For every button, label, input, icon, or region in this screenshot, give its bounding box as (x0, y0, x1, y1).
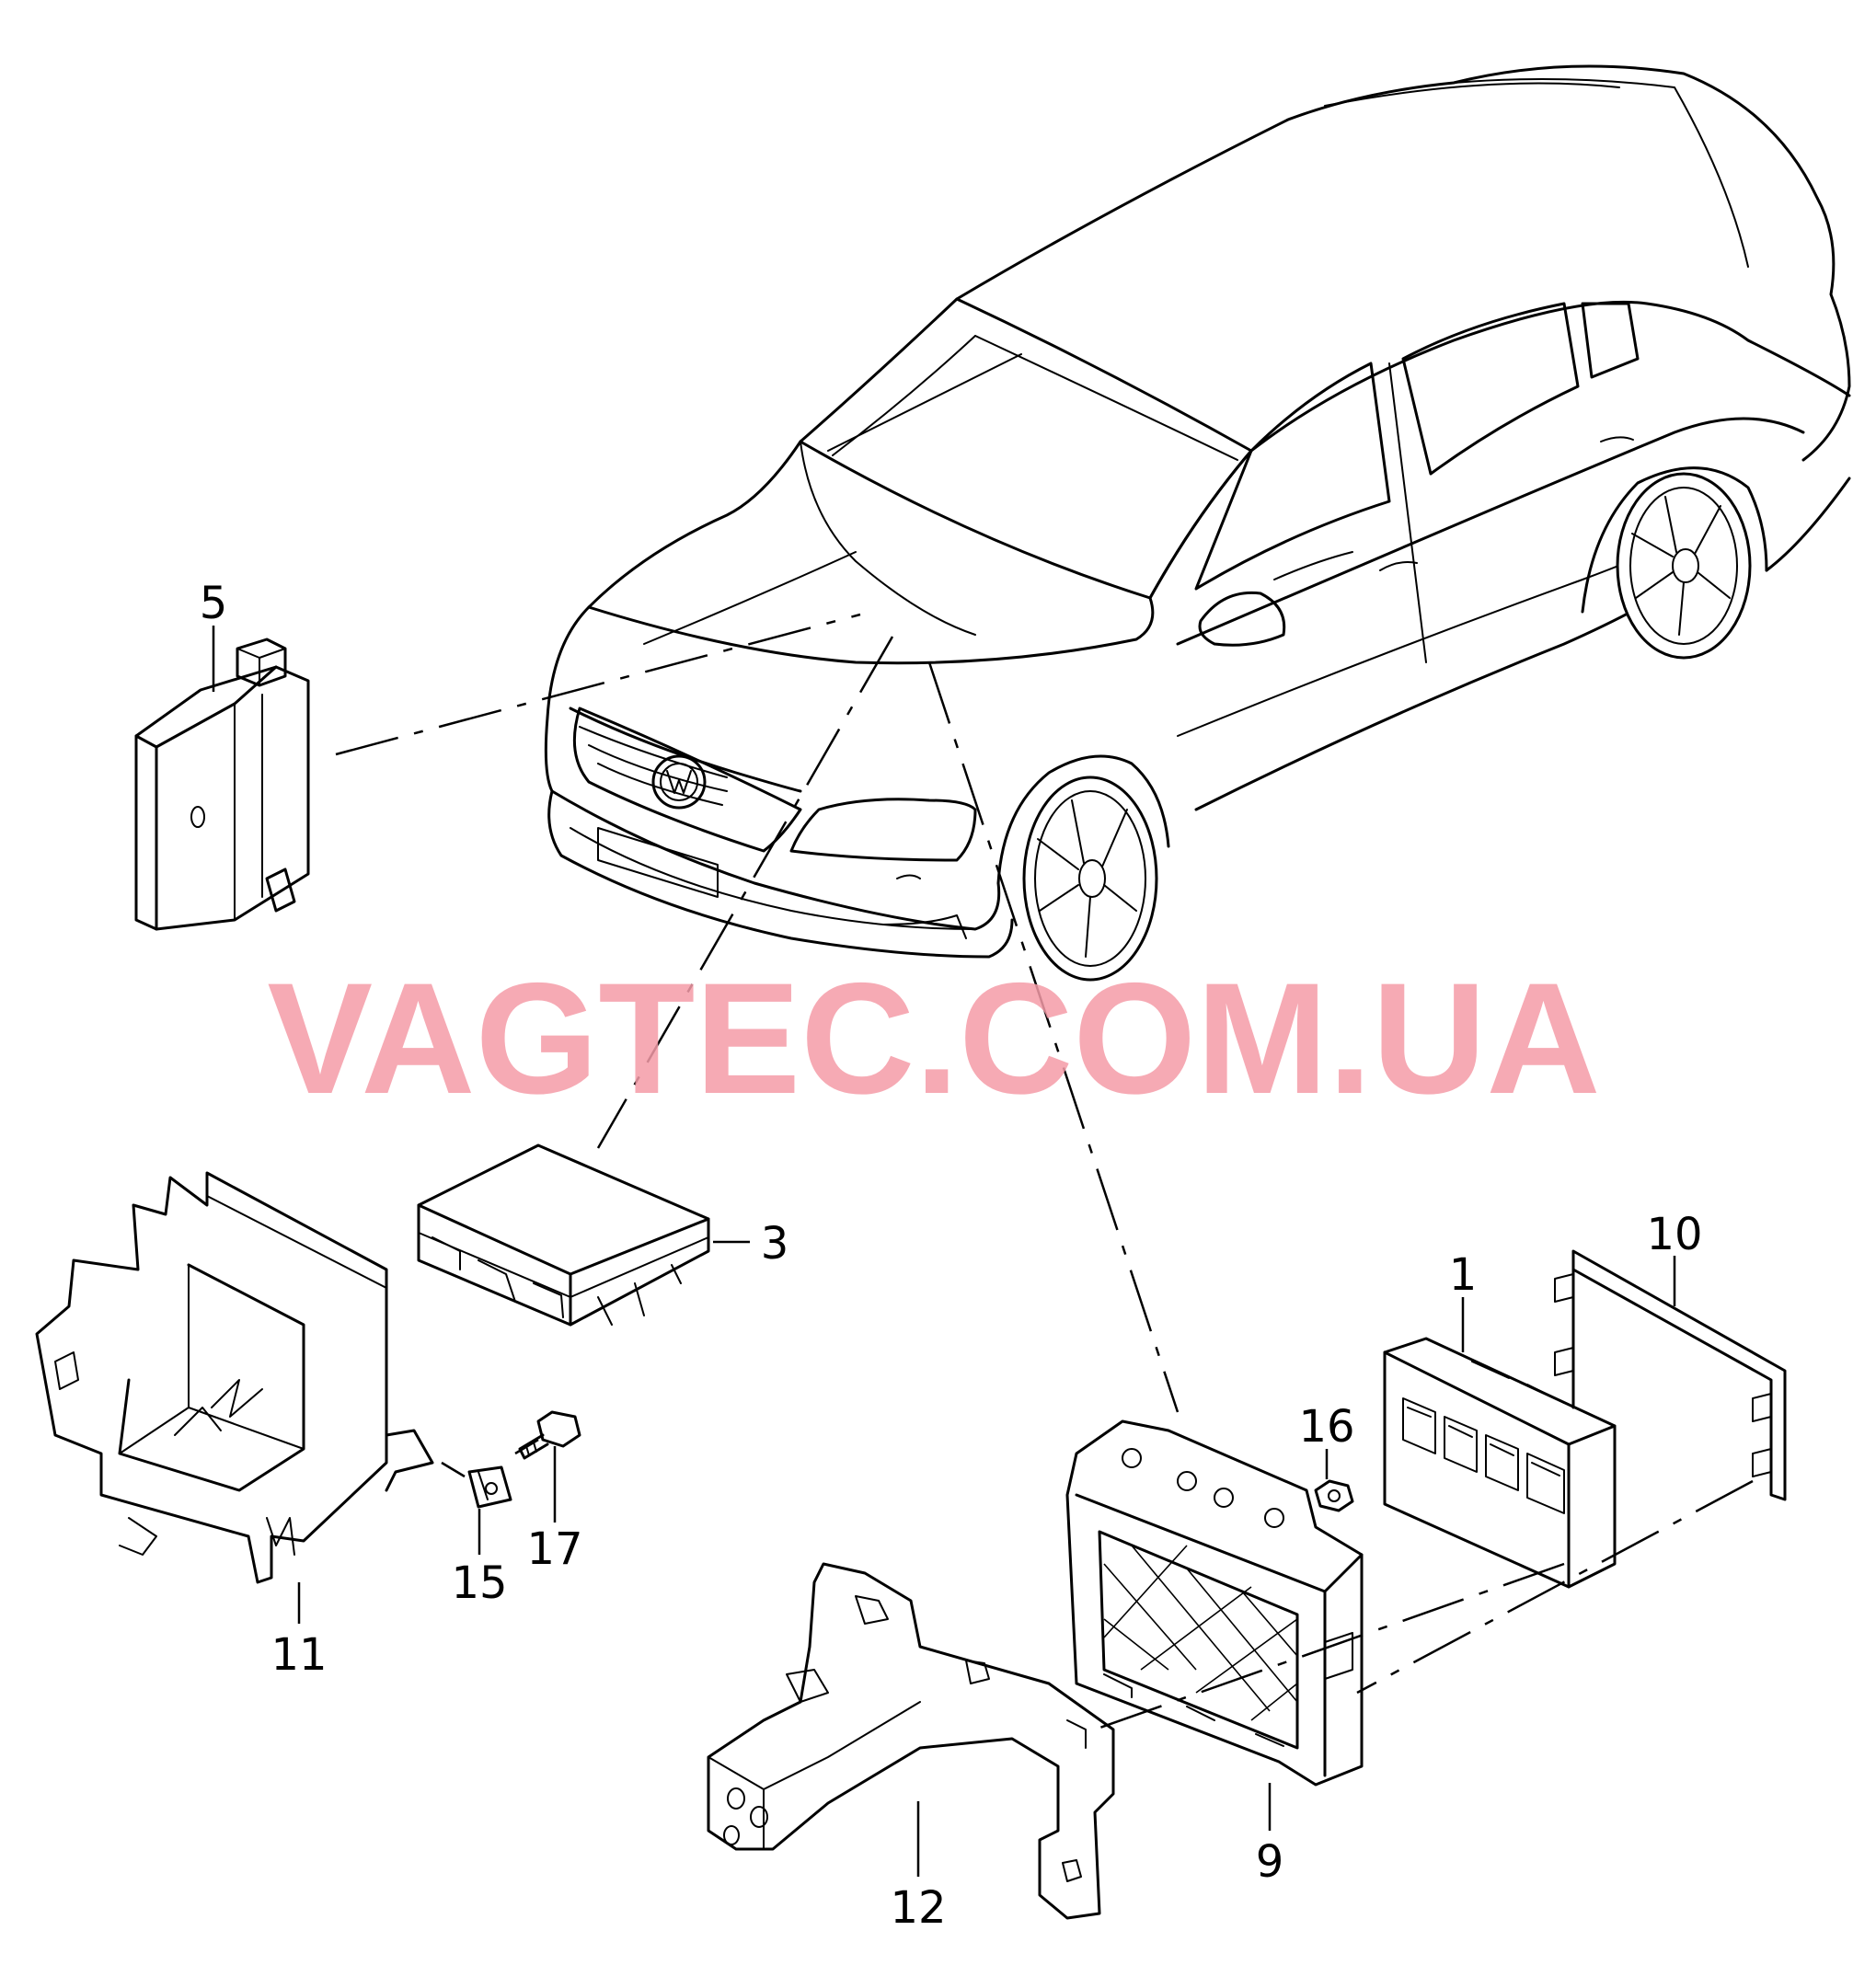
callout-5: 5 (200, 578, 228, 629)
callout-16: 16 (1298, 1401, 1354, 1453)
part-9-frame (1065, 1419, 1364, 1787)
callout-3: 3 (761, 1218, 789, 1270)
callout-17: 17 (526, 1523, 582, 1575)
part-10-cover-plate (1554, 1249, 1787, 1501)
callout-12: 12 (890, 1882, 946, 1934)
part-1-control-unit (1383, 1337, 1617, 1589)
callout-10: 10 (1646, 1209, 1702, 1260)
part-16-nut (1314, 1479, 1354, 1512)
part-15-clip (467, 1465, 512, 1509)
part-17-bolt (518, 1410, 581, 1460)
callout-11: 11 (270, 1629, 327, 1681)
callout-labels: 5 3 1 10 16 11 15 17 12 9 (200, 578, 1703, 1934)
callout-15: 15 (451, 1557, 507, 1609)
callout-9: 9 (1256, 1836, 1284, 1888)
part-11-mounting-tray (35, 1171, 434, 1584)
callout-1: 1 (1449, 1249, 1478, 1301)
part-5-control-module (134, 638, 310, 931)
watermark-text: VAGTEC.COM.UA (267, 950, 1600, 1127)
part-12-bracket (707, 1562, 1115, 1920)
leader-lines (212, 613, 1754, 1877)
car-illustration (544, 64, 1851, 982)
part-3-control-unit (417, 1143, 710, 1327)
